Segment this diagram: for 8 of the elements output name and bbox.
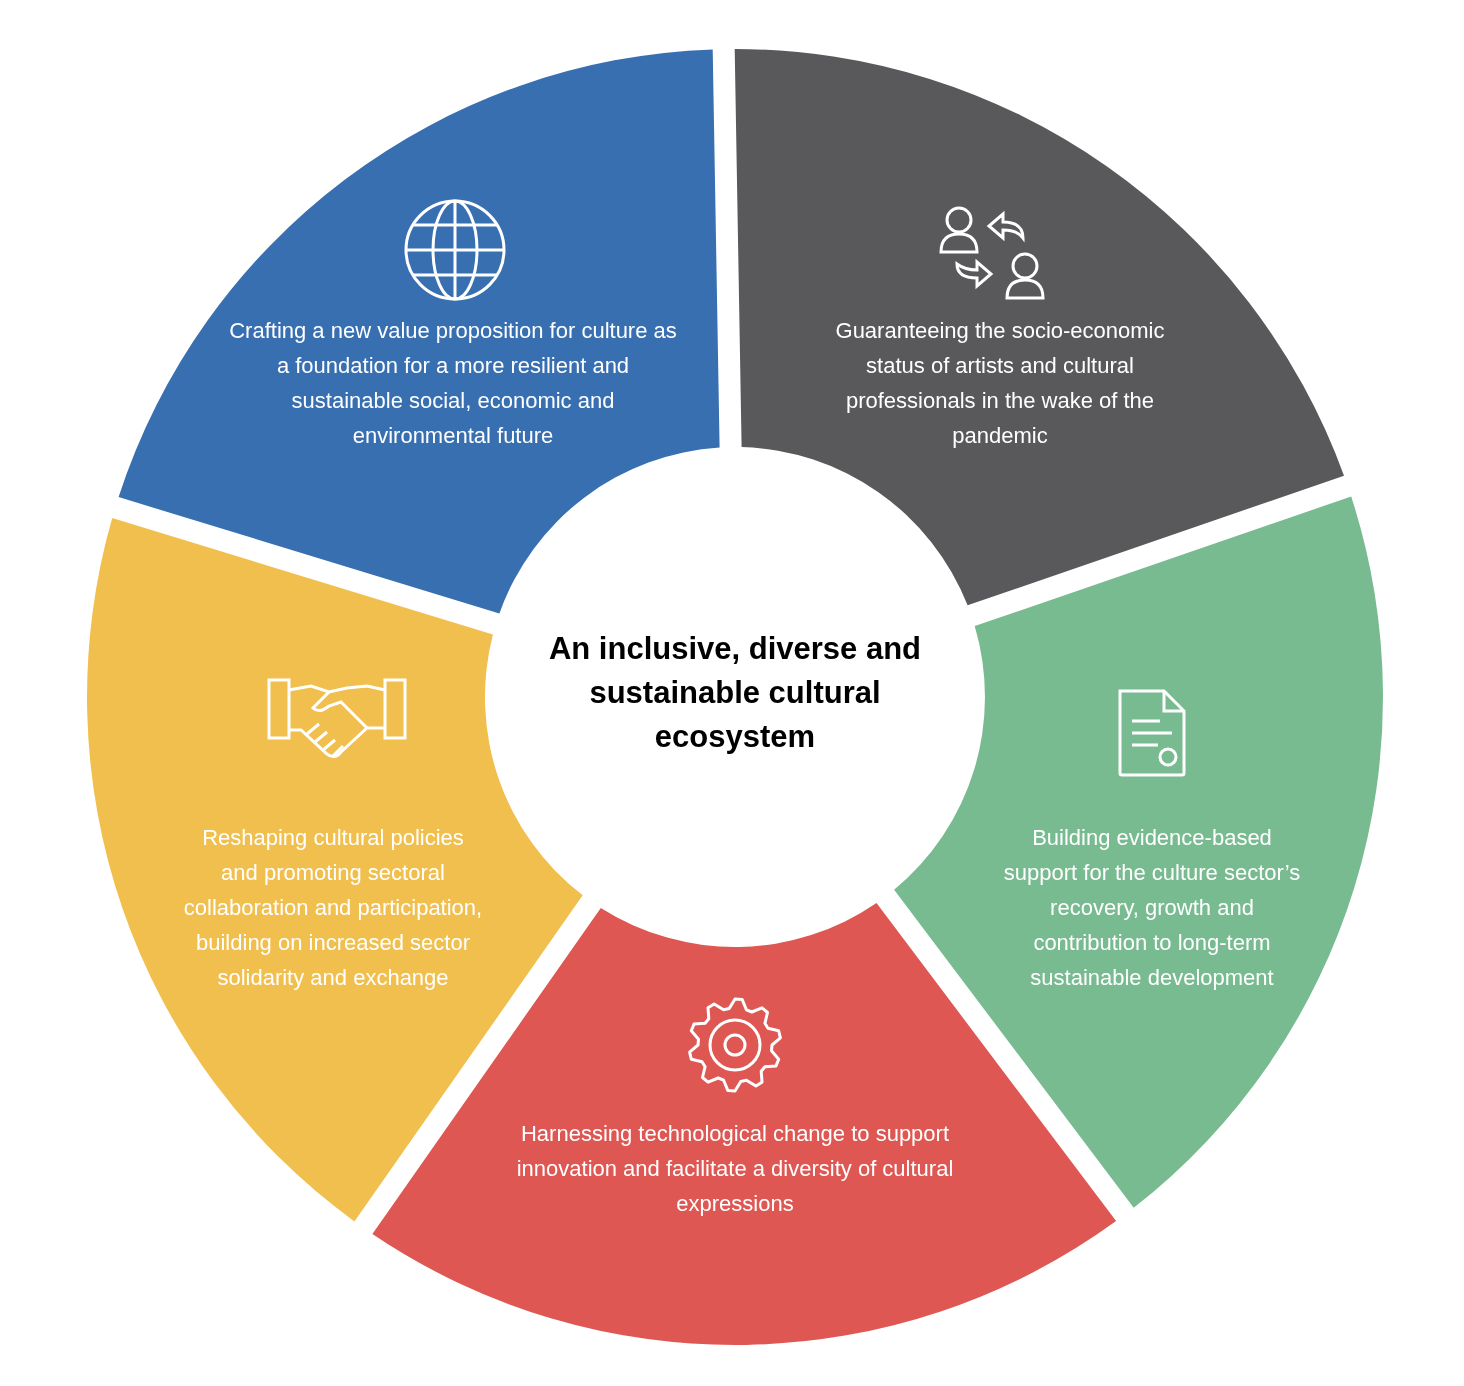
segment-text: Harnessing technological change to support innovation and facilitate a diversity of cultural expressions — [515, 1119, 955, 1218]
segment-text: Building evidence-based support for the culture sector’s recovery, growth and contribution to long-term sustainable development — [1002, 823, 1302, 992]
segment-text: Guaranteeing the socio-economic status of artists and cultural professionals in the wake of the pandemic — [834, 317, 1166, 450]
segment-text: Reshaping cultural policies and promoting sectoral collaboration and participation, building on increased sector solidarity and exchange — [183, 823, 483, 992]
segment-text: Crafting a new value proposition for culture as a foundation for a more resilient and sustainable social, economic and environmental future — [228, 317, 678, 450]
center-title: An inclusive, diverse and sustainable cultural ecosystem — [547, 630, 923, 756]
ring-segment — [734, 49, 1345, 606]
ring-segment — [118, 49, 720, 614]
